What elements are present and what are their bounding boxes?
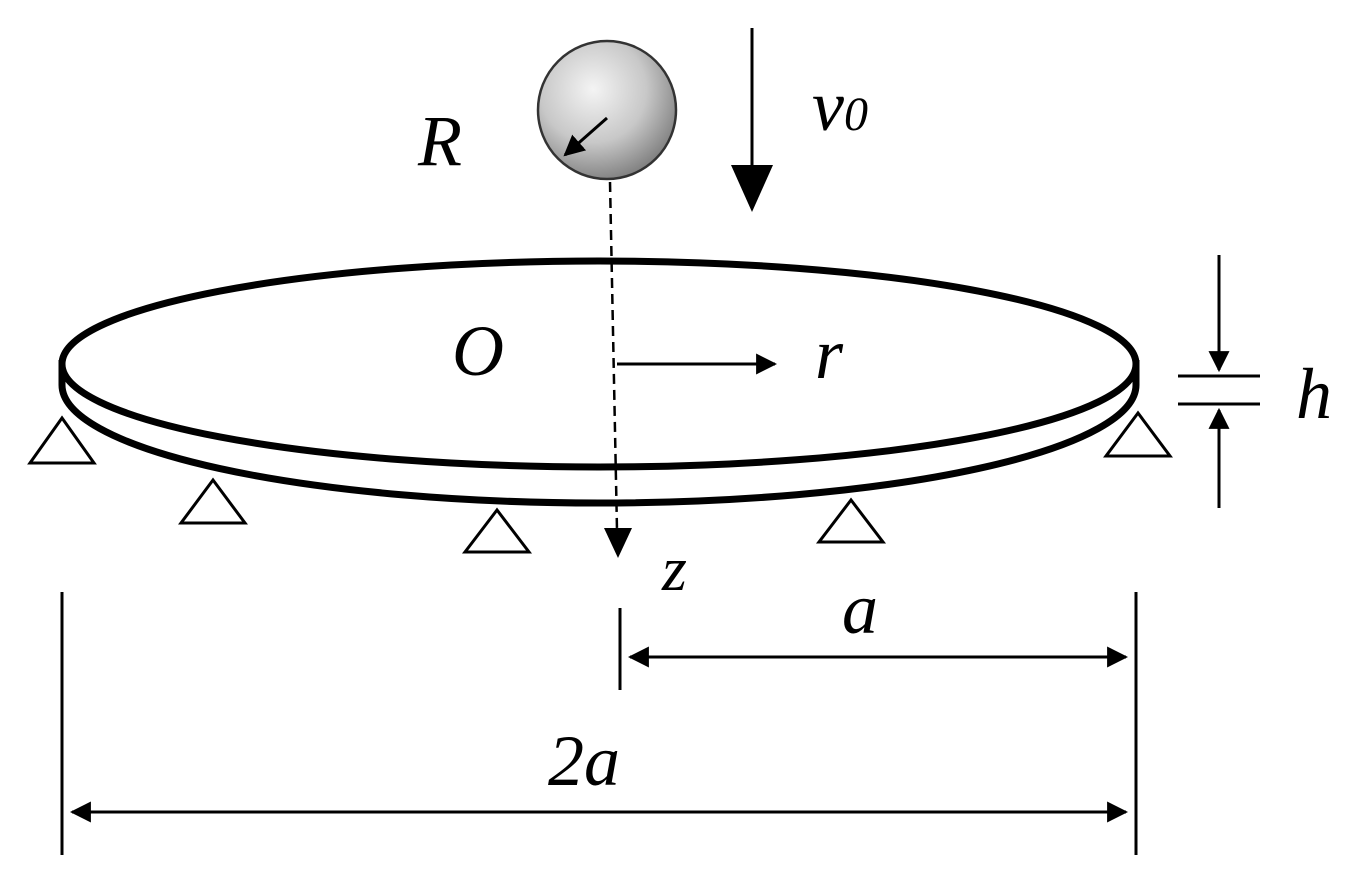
thickness-label: h: [1296, 354, 1332, 434]
center-axis: [608, 181, 619, 531]
velocity-arrow: [731, 28, 773, 212]
origin-label: O: [452, 311, 504, 391]
z-axis-label: z: [661, 533, 687, 604]
support-right: [1103, 410, 1173, 458]
radius-dimension: [618, 592, 1138, 855]
radius-dim-label: a: [842, 569, 878, 649]
diameter-dim-label: 2a: [548, 721, 620, 801]
support-front-left: [178, 477, 248, 525]
supports: [27, 410, 1173, 554]
sphere-radius-arrow: [563, 116, 608, 157]
plate-top-surface: [58, 257, 1140, 471]
sphere: [536, 39, 678, 181]
circular-plate: [58, 257, 1140, 507]
velocity-subscript: 0: [844, 88, 868, 141]
plate-bottom-edge: [58, 360, 1140, 507]
z-axis-arrowhead: [604, 528, 632, 558]
velocity-label: v0: [812, 66, 868, 146]
support-front-center: [461, 507, 533, 554]
support-front-right: [815, 497, 887, 544]
r-axis-label: r: [815, 314, 844, 394]
velocity-symbol: v: [812, 66, 844, 146]
thickness-indicator: [1178, 255, 1260, 508]
support-left: [27, 415, 97, 465]
sphere-radius-label: R: [417, 101, 462, 181]
diameter-dimension: [60, 592, 1129, 855]
